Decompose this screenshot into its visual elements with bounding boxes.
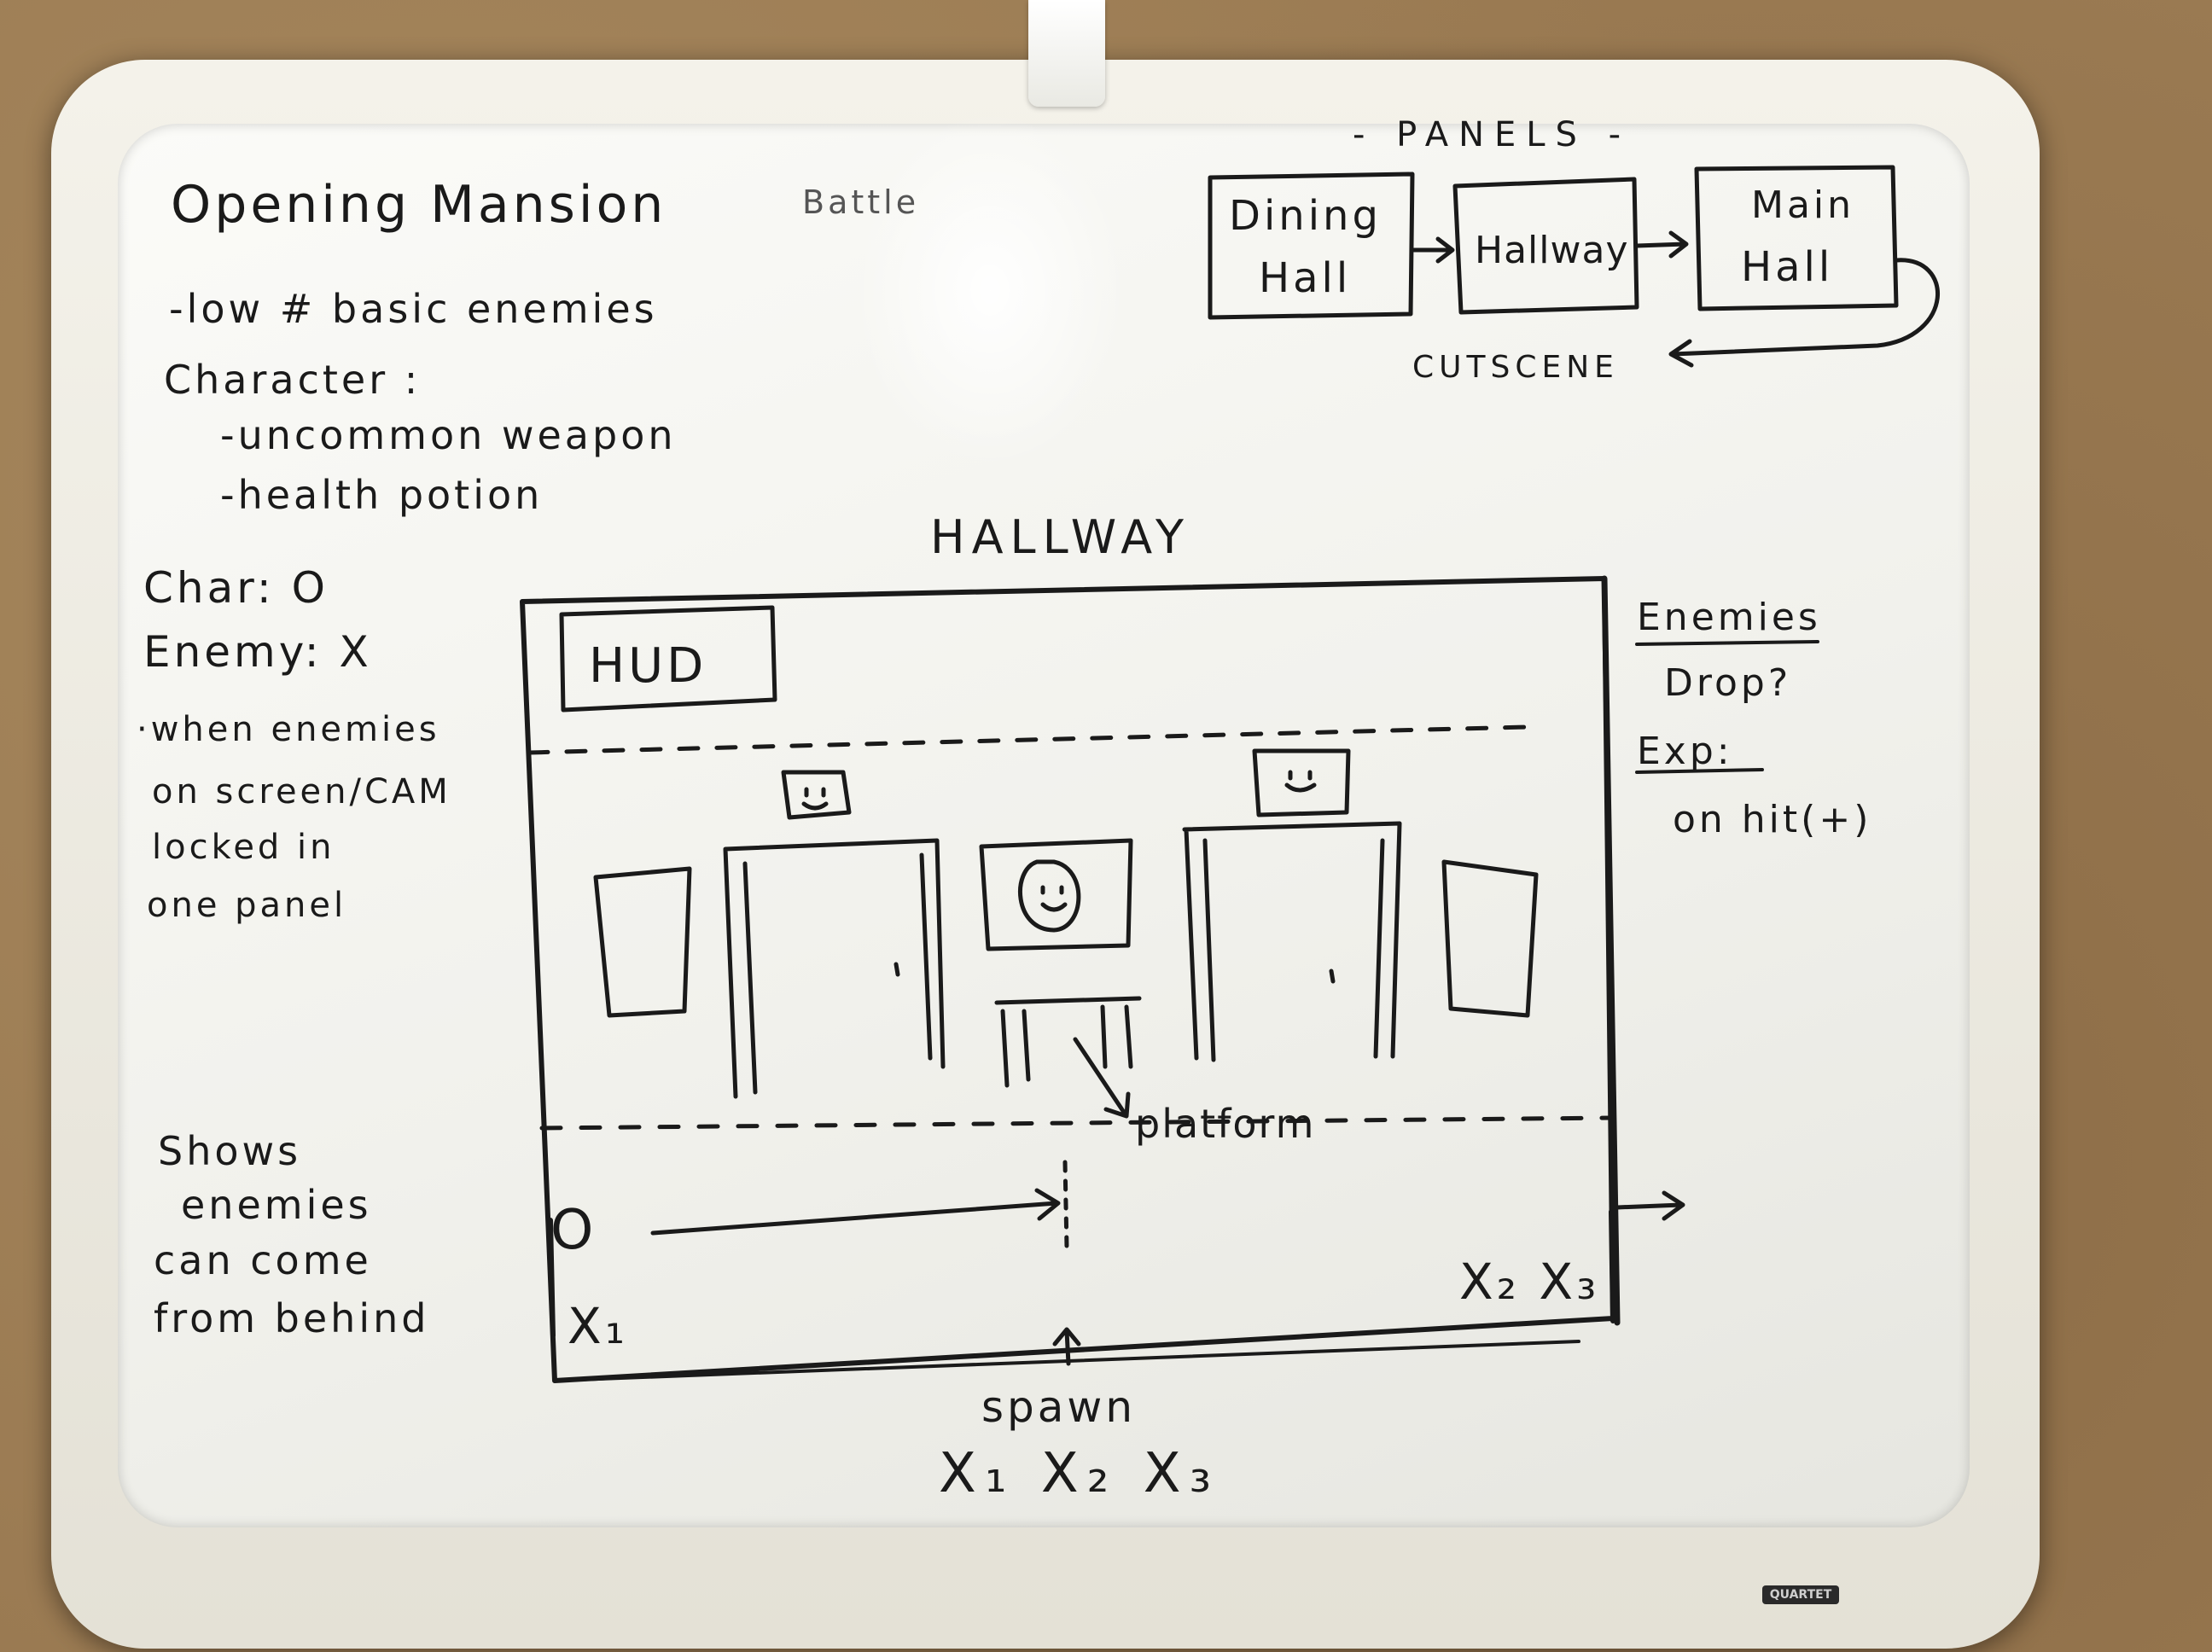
notes-enemies-line: -low # basic enemies [169,286,658,332]
center-portrait [979,838,1133,951]
behind-note-2: enemies [181,1182,372,1228]
legend-camera-note-4: one panel [147,886,347,925]
cutscene-loop-arrow [1668,258,1940,368]
right-door-knob [1329,969,1336,984]
panel-dining-label-2: Hall [1259,254,1352,302]
behind-note-3: can come [154,1237,372,1283]
title-suffix: Battle [802,183,920,221]
left-door-sign [781,770,852,820]
legend-enemy: Enemy: X [143,627,372,677]
hallway-title: HALLWAY [930,510,1190,564]
right-edge-marker [1609,1209,1615,1323]
enemies-underline [1635,640,1819,646]
side-exp-header: Exp: [1637,730,1733,773]
spawn-values: X₁ X₂ X₃ [939,1442,1220,1505]
side-drop: Drop? [1664,661,1792,705]
notes-character-header: Character : [164,357,422,403]
notes-character-item: -uncommon weapon [220,412,677,458]
center-portrait-face [1018,859,1081,933]
legend-char: Char: O [143,563,329,613]
player-path [548,1160,1685,1366]
platform-arrow [1073,1037,1131,1119]
legend-camera-note-1: ·when enemies [137,710,440,749]
light-glare [853,111,1126,469]
side-enemies-header: Enemies [1637,596,1821,639]
right-door-sign [1252,748,1351,817]
screen-right-edge [1601,575,1621,1326]
player-target-dotted-line [1062,1160,1069,1250]
title-main: Opening Mansion [171,175,667,235]
side-exp-value: on hit(+) [1673,798,1872,841]
right-door-sign-face [1284,770,1317,793]
board-title: Opening Mansion [171,175,667,235]
arrow-hallway-to-main [1634,230,1689,259]
lower-dashed-boundary [539,1115,1615,1131]
exit-arrow [1615,1190,1685,1221]
upper-dashed-boundary [527,724,1530,755]
legend-camera-note-2: on screen/CAM [152,772,451,811]
arrow-dining-to-hallway [1410,236,1455,264]
panel-main-label-1: Main [1751,183,1855,227]
panels-flow [1208,165,1940,368]
player-marker: O [550,1199,597,1262]
player-move-arrow [650,1188,1061,1236]
left-door-sign-face [801,787,829,811]
left-edge-marker [548,1218,556,1338]
right-painting [1441,859,1539,1018]
left-door-knob [894,962,900,977]
hud-label: HUD [589,638,707,694]
panel-hallway-label: Hallway [1475,229,1629,272]
panels-header: - PANELS - [1353,115,1632,154]
exp-underline [1635,768,1764,774]
hanging-clip [1028,0,1105,107]
hud-box [559,605,777,713]
underlines [553,640,1819,1382]
hallway-props [593,748,1539,1119]
notes-character-item: -health potion [220,472,544,518]
spawn-mark-right: X₂ X₃ [1459,1253,1600,1311]
cutscene-label: CUTSCENE [1412,350,1619,385]
panel-main-hall-box [1694,165,1899,311]
spawn-up-arrow [1052,1327,1081,1366]
brand-logo: QUARTET [1762,1585,1839,1604]
panel-dining-hall-box [1208,172,1415,320]
panel-dining-label-1: Dining [1229,192,1382,240]
center-table [994,996,1142,1088]
right-door [1182,821,1402,1062]
spawn-label: spawn [981,1382,1137,1432]
panel-main-label-2: Hall [1741,243,1834,291]
legend-camera-note-3: locked in [152,828,335,867]
left-door [723,838,946,1099]
platform-label: platform [1135,1101,1316,1147]
behind-note-4: from behind [154,1295,430,1341]
left-painting [593,866,692,1018]
spawn-mark-left: X₁ [568,1297,628,1355]
behind-note-1: Shows [158,1128,302,1174]
panel-hallway-box [1452,177,1639,315]
hallway-bottom-edge [553,1340,1580,1382]
